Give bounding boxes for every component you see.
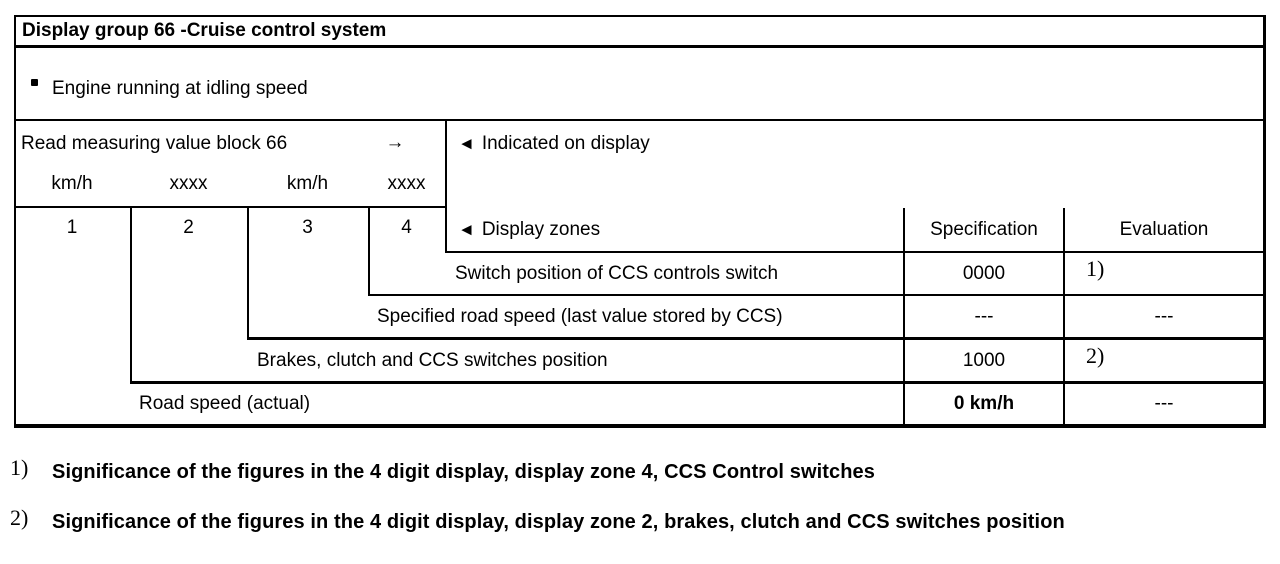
bullet-icon [31,79,38,86]
display-zones: ◄ Display zones [458,218,600,241]
specification-evaluation-separator [1063,208,1065,424]
rule-below-zone-header [445,251,1266,253]
row-evaluation: --- [1154,393,1174,414]
indicated-on-display: ◄ Indicated on display [458,132,650,155]
rule-below-condition [14,119,1266,121]
zone3-format: km/h [286,173,329,194]
row-description: Specified road speed (last value stored … [377,306,783,327]
zone4-number: 4 [401,217,412,238]
row-description: Brakes, clutch and CCS switches position [257,350,608,371]
row-evaluation-footnote-ref: 1) [1086,256,1105,281]
specification-left-separator [903,208,905,424]
row-description: Road speed (actual) [139,393,311,414]
row-specification: 0000 [962,263,1006,284]
specification-header: Specification [930,219,1038,240]
condition-text: Engine running at idling speed [52,78,308,99]
left-triangle-icon: ◄ [458,134,475,153]
zone1-2-separator [130,206,132,384]
table-border-right [1263,15,1266,428]
evaluation-header: Evaluation [1119,219,1209,240]
rule-below-title [14,45,1266,48]
row-specification: 0 km/h [953,393,1015,414]
read-instruction: Read measuring value block 66 [21,133,288,154]
left-triangle-icon: ◄ [458,220,475,239]
rule-below-row2 [247,337,1266,340]
row-specification: --- [974,306,994,327]
row-description: Switch position of CCS controls switch [455,263,779,284]
footnote-text: Significance of the figures in the 4 dig… [52,511,1065,533]
footnote-marker: 1) [10,455,29,480]
zone4-description-separator [445,119,447,253]
zone1-format: km/h [51,173,93,194]
table-border-left [14,15,16,428]
zone2-3-separator [247,206,249,340]
zone2-number: 2 [183,217,194,238]
table-title: Display group 66 -Cruise control system [22,20,387,41]
display-zones-label: Display zones [481,219,601,240]
rule-zones-top [14,206,445,208]
table-border-top [14,15,1266,17]
footnote-marker: 2) [10,505,29,530]
zone3-number: 3 [302,217,313,238]
row-evaluation: --- [1154,306,1174,327]
zone1-number: 1 [66,217,78,238]
row-evaluation-footnote-ref: 2) [1086,343,1105,368]
zone2-format: xxxx [169,173,208,194]
zone4-format: xxxx [387,173,426,194]
rule-below-row1 [368,294,1266,296]
footnote-text: Significance of the figures in the 4 dig… [52,461,876,483]
right-arrow-icon: → [385,132,405,153]
zone3-4-separator [368,206,370,296]
table-border-bottom [14,424,1266,428]
row-specification: 1000 [962,350,1006,371]
rule-below-row3 [130,381,1266,384]
indicated-label: Indicated on display [481,133,650,154]
